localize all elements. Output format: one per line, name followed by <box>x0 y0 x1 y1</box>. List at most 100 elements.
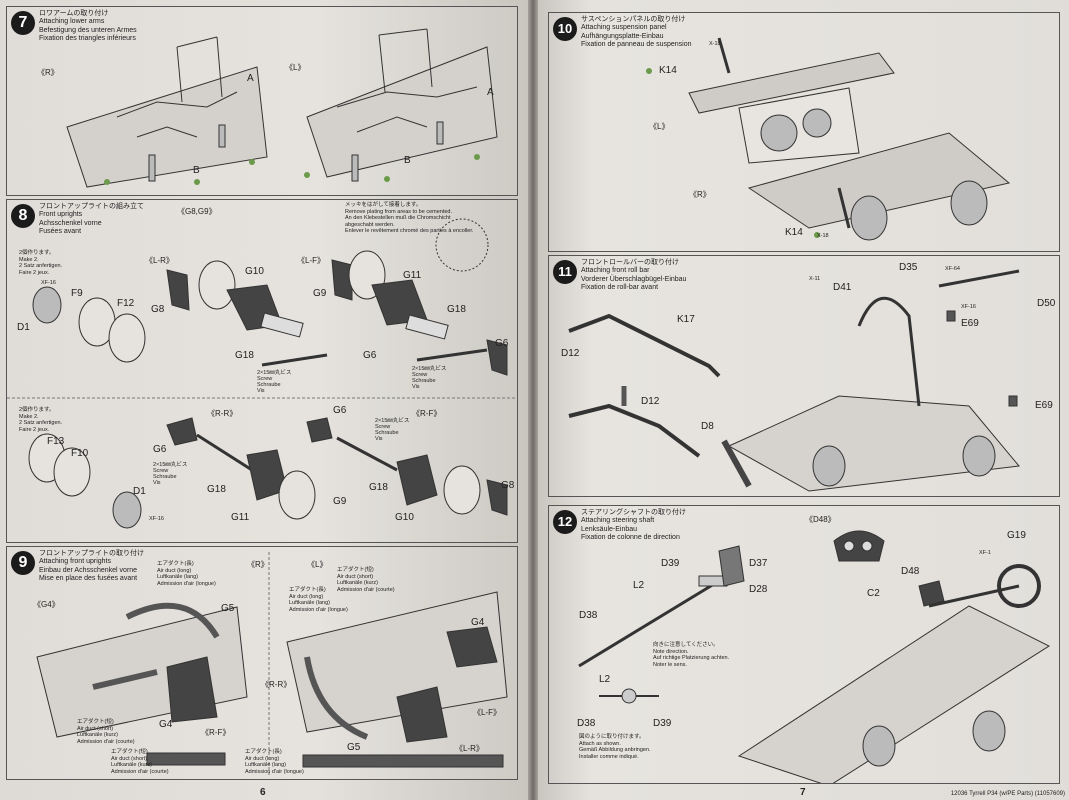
book-spine <box>528 0 538 800</box>
part-f9: F9 <box>71 288 83 299</box>
duct-long-label-bottom: エアダクト(長) Air duct (long) Luftkanäle (lan… <box>245 749 304 775</box>
part-d28: D28 <box>749 584 768 595</box>
title-en: Attaching steering shaft <box>581 517 655 525</box>
part-g9-bottom: G9 <box>333 496 347 507</box>
part-c2: C2 <box>867 588 880 599</box>
part-g4-right: G4 <box>471 617 485 628</box>
screw-label-bottom-r: 2×15㎜丸ビス Screw Schraube Vis <box>375 418 410 442</box>
step-11-panel: 11 フロントロールバーの取り付け Attaching front roll b… <box>548 255 1060 497</box>
front-roll-bar-diagram <box>568 269 1020 492</box>
part-xf16-bottom: XF-16 <box>149 516 164 522</box>
part-g5-left: G5 <box>221 603 235 614</box>
step-title: フロントロールバーの取り付け Attaching front roll bar … <box>581 259 686 293</box>
suspension-panel-diagram <box>646 37 1011 241</box>
part-a-right: A <box>487 87 494 98</box>
step-title: ステアリングシャフトの取り付け Attaching steering shaft… <box>581 509 686 543</box>
part-g11-bottom: G11 <box>231 512 250 523</box>
side-label-lf: 《L-F》 <box>297 256 325 265</box>
part-d35: D35 <box>899 262 918 273</box>
side-label-lr: 《L-R》 <box>455 744 484 753</box>
side-label-rr: 《R-R》 <box>261 680 292 689</box>
part-e69-bottom: E69 <box>1035 400 1053 411</box>
duct-short-label-right: エアダクト(短) Air duct (short) Luftkanäle (ku… <box>337 567 395 593</box>
part-a-left: A <box>247 73 254 84</box>
title-de: Achsschenkel vorne <box>39 219 102 227</box>
duct-short-label-bottom: エアダクト(短) Air duct (short) Luftkanäle (ku… <box>111 749 169 775</box>
step-10-panel: 10 サスペンションパネルの取り付け Attaching suspension … <box>548 12 1060 252</box>
step-number: 11 <box>553 260 577 284</box>
step-title: サスペンションパネルの取り付け Attaching suspension pan… <box>581 16 692 50</box>
side-label-r: 《R》 <box>689 190 711 199</box>
part-d41: D41 <box>833 282 852 293</box>
lower-arm-diagram <box>66 28 498 188</box>
part-d1-top: D1 <box>17 322 30 333</box>
side-label-rr: 《R-R》 <box>207 409 238 418</box>
screw-label-top-r: 2×15㎜丸ビス Screw Schraube Vis <box>412 366 447 390</box>
step-7-panel: 7 ロワアームの取り付け Attaching lower arms Befest… <box>6 6 518 196</box>
title-ja: ロワアームの取り付け <box>39 10 109 17</box>
part-d37: D37 <box>749 558 768 569</box>
side-label-l: 《L》 <box>307 560 328 569</box>
part-g8-top: G8 <box>151 304 165 315</box>
title-ja: ステアリングシャフトの取り付け <box>581 509 686 516</box>
steering-shaft-diagram <box>578 530 1051 783</box>
part-x18-bottom: X-18 <box>817 233 829 239</box>
title-de: Einbau der Achsschenkel vorne <box>39 566 138 574</box>
part-g10-top: G10 <box>245 266 264 277</box>
duct-long-label-left: エアダクト(長) Air duct (long) Luftkanäle (lan… <box>157 561 216 587</box>
part-d38-top: D38 <box>579 610 598 621</box>
part-g9-top: G9 <box>313 288 327 299</box>
title-de: Lenksäule-Einbau <box>581 525 638 533</box>
part-g6-bottom-r: G6 <box>333 405 347 416</box>
part-xf16-top: XF-16 <box>41 280 56 286</box>
part-l2-bottom: L2 <box>599 674 611 685</box>
step-title: ロワアームの取り付け Attaching lower arms Befestig… <box>39 10 137 44</box>
title-de: Aufhängungsplatte-Einbau <box>581 32 664 40</box>
part-d48: D48 <box>901 566 920 577</box>
front-upright-diagram <box>7 218 517 529</box>
title-en: Front uprights <box>39 211 83 219</box>
part-d12-top: D12 <box>561 348 580 359</box>
page-number-left: 6 <box>260 787 266 798</box>
title-en: Attaching lower arms <box>39 18 105 26</box>
part-g4-left: G4 <box>159 719 173 730</box>
side-label-r: 《R》 <box>37 68 59 77</box>
part-g18-top-l: G18 <box>235 350 254 361</box>
title-fr: Fixation de panneau de suspension <box>581 41 692 49</box>
step-9-panel: 9 フロントアップライトの取り付け Attaching front uprigh… <box>6 546 518 780</box>
make-two-note-bottom: 2個作ります。 Make 2. 2 Satz anfertigen. Faire… <box>19 407 63 433</box>
duct-long-label-right: エアダクト(長) Air duct (long) Luftkanäle (lan… <box>289 587 348 613</box>
step-number: 7 <box>11 11 35 35</box>
attach-note: 図のように取り付けます。 Attach as shown. Gemäß Abbi… <box>579 734 651 760</box>
part-b-right: B <box>404 155 411 166</box>
part-d38-bottom: D38 <box>577 718 596 729</box>
right-page: 10 サスペンションパネルの取り付け Attaching suspension … <box>538 0 1069 800</box>
title-de: Befestigung des unteren Armes <box>39 26 137 34</box>
left-page: 7 ロワアームの取り付け Attaching lower arms Befest… <box>0 0 528 800</box>
part-xf64: XF-64 <box>945 266 960 272</box>
screw-label-bottom-l: 2×15㎜丸ビス Screw Schraube Vis <box>153 462 188 486</box>
title-ja: フロントアップライトの取り付け <box>39 550 144 557</box>
step-number: 10 <box>553 17 577 41</box>
title-de: Vorderer Überschlagbügel-Einbau <box>581 275 687 283</box>
part-k14-bottom: K14 <box>785 227 803 238</box>
title-fr: Fixation de colonne de direction <box>581 534 680 542</box>
part-g6-bottom-l: G6 <box>153 444 167 455</box>
plating-note: メッキをはがして接着します。 Remove plating from areas… <box>345 202 474 234</box>
part-g11-top: G11 <box>403 270 422 281</box>
title-ja: フロントロールバーの取り付け <box>581 259 679 266</box>
part-x11: X-11 <box>809 276 821 282</box>
part-f12: F12 <box>117 298 135 309</box>
part-g10-bottom: G10 <box>395 512 414 523</box>
side-label-l: 《L》 <box>285 63 306 72</box>
front-upright-install-diagram <box>36 552 508 775</box>
part-d8: D8 <box>701 421 714 432</box>
title-en: Attaching front roll bar <box>581 267 650 275</box>
step-8-panel: 8 フロントアップライトの組み立て Front uprights Achssch… <box>6 199 518 543</box>
title-fr: Fusées avant <box>39 228 82 236</box>
part-g8-bottom: G8 <box>501 480 515 491</box>
d48-label: 《D48》 <box>805 515 836 524</box>
part-g6-top-r: G6 <box>495 338 509 349</box>
step-number: 9 <box>11 551 35 575</box>
part-g6-top-l: G6 <box>363 350 377 361</box>
